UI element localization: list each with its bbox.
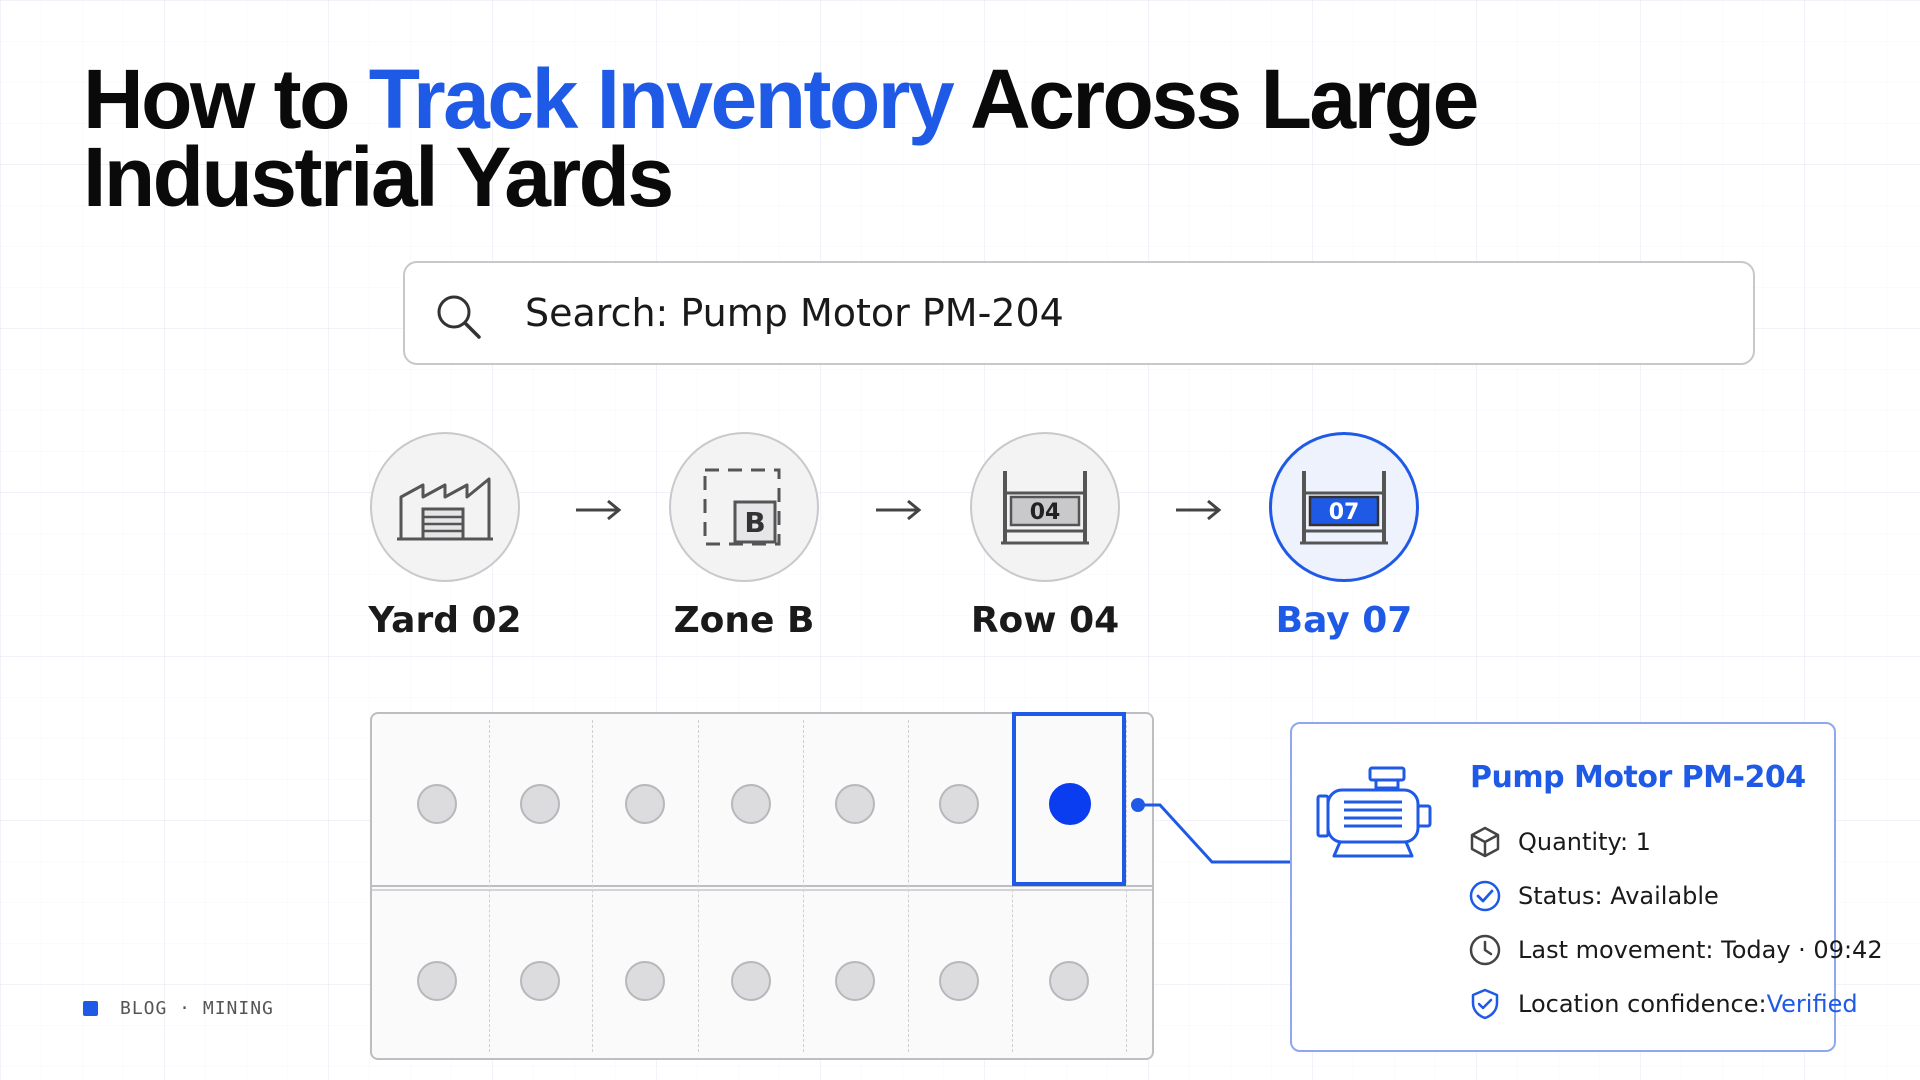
step-label: Yard 02 xyxy=(368,600,522,641)
confidence-value: Verified xyxy=(1766,990,1858,1018)
arrow-right-icon xyxy=(576,499,622,521)
bay-slot[interactable] xyxy=(731,961,771,1001)
bay-slot[interactable] xyxy=(520,961,560,1001)
footer-text: BLOG · MINING xyxy=(120,998,274,1019)
title-text-end: Across Large Industrial Yards xyxy=(83,52,1479,224)
confidence-row: Location confidence: Verified xyxy=(1468,986,1858,1022)
rack-icon: 04 xyxy=(1001,471,1089,545)
footer-tag: BLOG · MINING xyxy=(83,998,274,1019)
step-circle: B xyxy=(669,432,819,582)
search-icon xyxy=(437,295,481,339)
step-label: Zone B xyxy=(673,600,815,641)
bay-slot[interactable] xyxy=(1049,961,1089,1001)
row-badge: 04 xyxy=(1030,500,1061,525)
check-circle-icon xyxy=(1469,880,1501,912)
path-step-yard[interactable]: Yard 02 xyxy=(365,432,525,641)
zone-badge: B xyxy=(744,506,765,539)
pump-motor-icon xyxy=(1316,766,1432,858)
bay-slot[interactable] xyxy=(835,784,875,824)
brand-square-icon xyxy=(83,1001,98,1016)
title-highlight: Track Inventory xyxy=(368,52,955,146)
status-row: Status: Available xyxy=(1468,878,1719,914)
step-label: Row 04 xyxy=(970,600,1120,641)
status-text: Status: Available xyxy=(1518,882,1719,910)
path-step-bay[interactable]: 07 Bay 07 xyxy=(1264,432,1424,641)
arrow-right-icon xyxy=(876,499,922,521)
bay-badge: 07 xyxy=(1329,500,1360,525)
title-text: How to xyxy=(83,52,369,146)
bay-slot[interactable] xyxy=(625,784,665,824)
grid-divider xyxy=(1012,720,1013,1052)
connector-line xyxy=(1131,798,1298,864)
bay-slot[interactable] xyxy=(731,784,771,824)
box-icon xyxy=(1470,826,1500,858)
grid-divider xyxy=(908,720,909,1052)
arrow-right-icon xyxy=(1176,499,1222,521)
shield-check-icon xyxy=(1471,988,1499,1020)
grid-divider xyxy=(1126,720,1127,1052)
bay-slot[interactable] xyxy=(939,961,979,1001)
path-step-row[interactable]: 04 Row 04 xyxy=(965,432,1125,641)
bay-grid xyxy=(370,712,1154,1060)
bay-slot[interactable] xyxy=(835,961,875,1001)
grid-row-divider xyxy=(372,885,1152,891)
confidence-label: Location confidence: xyxy=(1518,990,1767,1018)
step-circle xyxy=(370,432,520,582)
search-query: Search: Pump Motor PM-204 xyxy=(525,291,1064,335)
bay-slot[interactable] xyxy=(417,784,457,824)
rack-icon: 07 xyxy=(1300,471,1388,545)
quantity-row: Quantity: 1 xyxy=(1468,824,1651,860)
warehouse-icon xyxy=(397,477,493,541)
grid-divider xyxy=(489,720,490,1052)
bay-slot[interactable] xyxy=(520,784,560,824)
search-bar[interactable]: Search: Pump Motor PM-204 xyxy=(403,261,1755,365)
selected-bay-outline xyxy=(1012,712,1126,886)
item-title: Pump Motor PM-204 xyxy=(1470,760,1806,795)
last-movement-text: Last movement: Today · 09:42 xyxy=(1518,936,1883,964)
grid-divider xyxy=(592,720,593,1052)
bay-slot-selected[interactable] xyxy=(1049,783,1091,825)
bay-slot[interactable] xyxy=(625,961,665,1001)
quantity-text: Quantity: 1 xyxy=(1518,828,1651,856)
item-detail-card: Pump Motor PM-204 Quantity: 1 Status: Av… xyxy=(1290,722,1883,1052)
last-movement-row: Last movement: Today · 09:42 xyxy=(1468,932,1883,968)
zone-icon: B xyxy=(703,468,781,546)
step-label: Bay 07 xyxy=(1275,600,1413,641)
grid-divider xyxy=(698,720,699,1052)
bay-slot[interactable] xyxy=(939,784,979,824)
grid-divider xyxy=(803,720,804,1052)
clock-icon xyxy=(1469,934,1501,966)
path-step-zone[interactable]: B Zone B xyxy=(664,432,824,641)
step-circle-active: 07 xyxy=(1269,432,1419,582)
page-title: How to Track Inventory Across Large Indu… xyxy=(83,57,1483,219)
bay-slot[interactable] xyxy=(417,961,457,1001)
step-circle: 04 xyxy=(970,432,1120,582)
